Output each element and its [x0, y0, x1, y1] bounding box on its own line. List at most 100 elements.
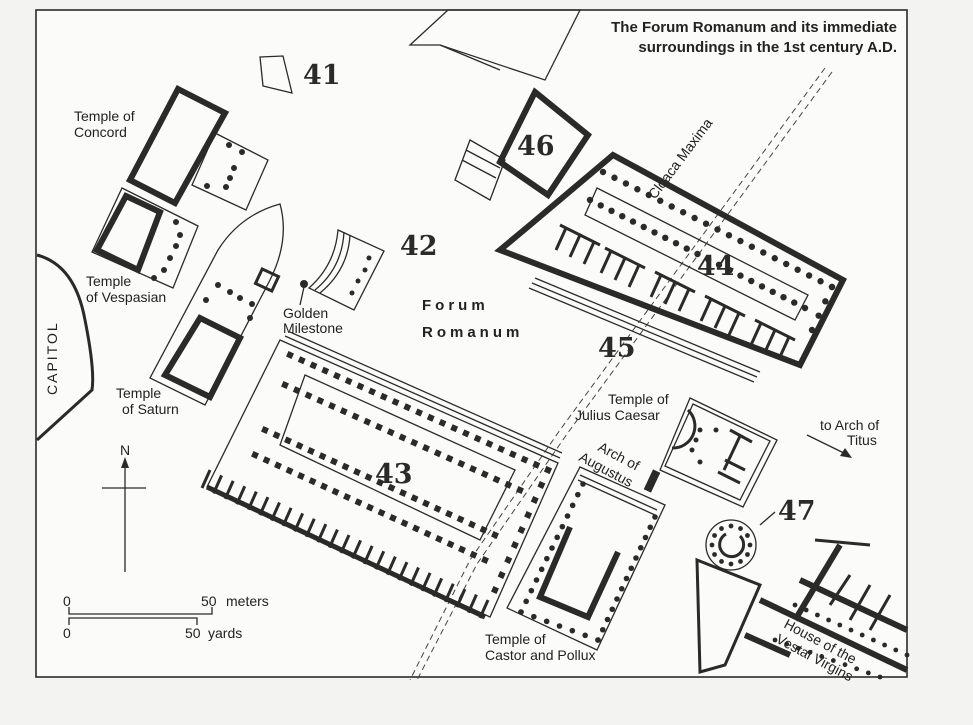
golden-milestone: Golden Milestone: [283, 280, 343, 336]
taberna: [649, 270, 696, 312]
column: [642, 534, 649, 541]
pier: [468, 520, 476, 529]
pier: [328, 402, 336, 410]
column: [728, 523, 734, 529]
pier: [391, 398, 400, 407]
column: [668, 203, 675, 210]
pier: [423, 529, 432, 538]
column: [543, 618, 550, 625]
column: [712, 552, 717, 557]
column: [871, 637, 876, 643]
temple-of-castor-and-pollux: Temple of Castor and Pollux: [485, 466, 666, 663]
pier: [321, 366, 330, 375]
column: [784, 641, 790, 647]
column: [652, 514, 658, 520]
north-arrow: N: [102, 442, 146, 572]
column: [528, 587, 535, 594]
pier: [491, 586, 499, 594]
temple-of-concord: Temple of Concord: [74, 84, 269, 211]
column: [738, 559, 743, 564]
column: [826, 617, 831, 623]
column: [893, 647, 899, 653]
column: [623, 575, 630, 582]
column: [628, 565, 635, 572]
pier: [479, 525, 488, 534]
column: [715, 261, 723, 268]
column: [807, 649, 813, 655]
column: [815, 312, 822, 319]
site-number-44: 44: [697, 251, 735, 282]
column: [705, 256, 712, 263]
column: [714, 226, 721, 233]
pier: [403, 403, 412, 412]
column: [712, 533, 717, 538]
milestone-label-1: Golden: [283, 305, 328, 321]
pier: [410, 438, 419, 447]
column: [518, 609, 524, 615]
pier: [422, 499, 430, 508]
pier: [491, 531, 499, 539]
saturn-label-2: of Saturn: [122, 401, 179, 417]
column: [611, 174, 618, 181]
column: [726, 267, 733, 274]
pier: [297, 356, 306, 365]
column: [769, 288, 776, 295]
pier: [520, 455, 529, 464]
pier: [297, 472, 305, 480]
column: [791, 299, 798, 306]
column: [622, 180, 630, 187]
caesar-label-2: Julius Caesar: [575, 407, 660, 423]
pier: [274, 461, 282, 470]
site-46: 46: [408, 9, 593, 201]
pier: [445, 510, 453, 518]
column: [805, 272, 813, 279]
temple-of-saturn: Temple of Saturn: [116, 203, 284, 417]
column: [645, 191, 652, 199]
column: [709, 542, 715, 548]
pier: [368, 387, 377, 396]
column: [719, 559, 724, 564]
column: [629, 218, 637, 225]
column: [748, 277, 755, 285]
column: [772, 637, 778, 643]
pier: [508, 450, 517, 459]
concord-label-1: Temple of: [74, 108, 135, 124]
pier: [492, 475, 501, 484]
column: [544, 555, 550, 562]
pier: [292, 386, 301, 395]
column: [795, 645, 801, 651]
column: [737, 237, 744, 245]
pier: [375, 423, 383, 431]
column: [865, 670, 871, 676]
pier: [262, 456, 271, 465]
scale-bar: 0 50 meters 0 50 yards: [63, 593, 269, 641]
column: [559, 523, 566, 530]
pier: [309, 361, 318, 370]
column: [842, 662, 848, 668]
pier: [450, 424, 459, 433]
column: [569, 627, 576, 634]
pier: [330, 457, 338, 466]
column: [780, 294, 787, 301]
north-label: N: [120, 442, 130, 458]
column: [582, 632, 588, 639]
column: [725, 232, 733, 239]
column: [634, 186, 641, 193]
pier: [456, 515, 465, 524]
column: [877, 674, 883, 680]
capitol-hill: CAPITOL: [35, 253, 95, 442]
column: [580, 481, 586, 487]
milestone-label-2: Milestone: [283, 320, 343, 336]
caesar-label-1: Temple of: [608, 391, 669, 407]
site-47-temple-of-vesta: 47: [705, 496, 816, 571]
column: [738, 526, 743, 531]
column: [672, 240, 680, 247]
site-number-45: 45: [598, 333, 636, 364]
column: [828, 283, 836, 291]
column: [662, 234, 669, 241]
pier: [422, 444, 430, 452]
column: [633, 555, 639, 561]
column: [771, 255, 778, 262]
titus-label-1: to Arch of: [820, 417, 879, 433]
